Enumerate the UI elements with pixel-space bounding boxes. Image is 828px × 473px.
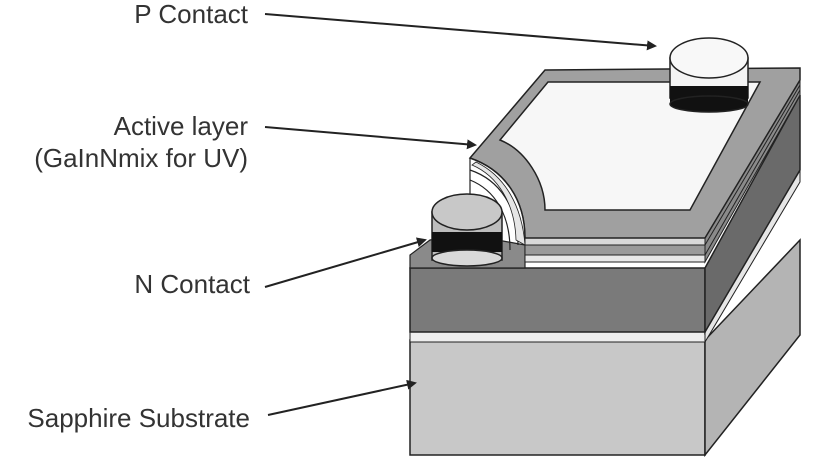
sapphire-substrate	[409, 168, 801, 458]
substrate-arrow	[267, 379, 417, 416]
p-contact-label: P Contact	[134, 0, 248, 30]
active-layer-arrow	[264, 126, 477, 150]
sapphire-substrate-label: Sapphire Substrate	[27, 402, 250, 434]
leader-arrows	[264, 13, 657, 416]
p-contact	[669, 37, 749, 113]
active-layer-label-line2: (GaInNmix for UV)	[34, 143, 248, 173]
active-layer-label: Active layer (GaInNmix for UV)	[34, 110, 248, 174]
n-contact-label-text: N Contact	[134, 269, 250, 299]
active-layer-label-line1: Active layer	[113, 111, 248, 141]
p-contact-arrow	[264, 13, 657, 51]
n-gan-layer	[409, 94, 801, 335]
p-contact-label-text: P Contact	[134, 0, 248, 29]
p-window	[498, 81, 762, 211]
n-contact-label: N Contact	[134, 268, 250, 300]
n-contact	[431, 193, 503, 267]
n-contact-arrow	[264, 237, 427, 288]
sapphire-substrate-label-text: Sapphire Substrate	[27, 403, 250, 433]
